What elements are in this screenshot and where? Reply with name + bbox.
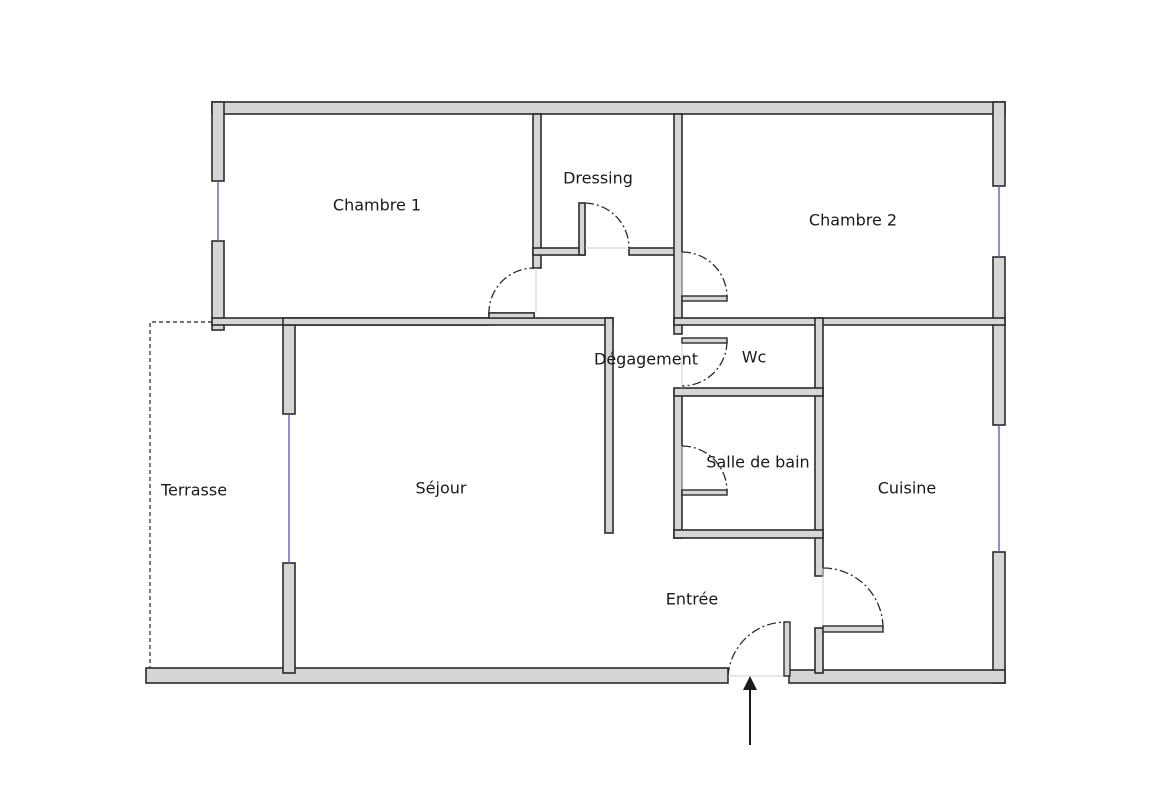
- wall-right-3: [992, 551, 1006, 684]
- label-degagement: Dégagement: [594, 350, 698, 369]
- outer-walls: [145, 101, 1006, 684]
- label-terrasse: Terrasse: [160, 481, 227, 500]
- label-dressing: Dressing: [563, 169, 633, 188]
- wall-bottom-left: [145, 667, 729, 684]
- wall-chambre1-east: [532, 113, 542, 269]
- label-salle-de-bain: Salle de bain: [706, 453, 809, 472]
- door-wc: [681, 337, 728, 388]
- windows: [217, 181, 1000, 563]
- interior-walls: [211, 113, 1006, 674]
- wall-left-upper: [211, 101, 225, 182]
- wall-terrace-facade-lower: [282, 562, 296, 674]
- label-chambre2: Chambre 2: [809, 211, 897, 230]
- wall-chambre2-south: [673, 317, 1006, 326]
- door-salle-de-bain: [681, 445, 728, 496]
- wall-dressing-east: [673, 113, 683, 335]
- wall-top: [211, 101, 1006, 115]
- room-labels: Chambre 1 Dressing Chambre 2 Dégagement …: [160, 169, 936, 609]
- door-chambre2: [681, 251, 728, 302]
- wall-sejour-north: [282, 317, 614, 326]
- label-entree: Entrée: [666, 590, 718, 609]
- entrance-arrow-icon: [743, 676, 757, 745]
- door-entree: [727, 621, 791, 677]
- door-chambre1: [488, 267, 537, 319]
- label-cuisine: Cuisine: [878, 479, 937, 498]
- wall-dressing-south-left: [532, 247, 586, 256]
- wall-corridor-east-lower: [673, 389, 683, 539]
- doors: [488, 202, 884, 677]
- door-cuisine: [822, 567, 884, 633]
- wall-wc-south: [673, 387, 824, 397]
- wall-dressing-door-jamb: [578, 202, 586, 256]
- wall-bath-south: [673, 529, 824, 539]
- wall-right-1: [992, 101, 1006, 187]
- wall-left-lower: [211, 240, 225, 331]
- door-dressing: [584, 202, 630, 249]
- label-chambre1: Chambre 1: [333, 196, 421, 215]
- wall-sejour-partition: [604, 317, 614, 534]
- wall-wc-east: [814, 317, 824, 577]
- label-wc: Wc: [742, 348, 767, 367]
- wall-terrace-facade-upper: [282, 323, 296, 415]
- label-sejour: Séjour: [416, 479, 467, 498]
- wall-right-2: [992, 256, 1006, 426]
- wall-kitchen-jamb: [814, 627, 824, 674]
